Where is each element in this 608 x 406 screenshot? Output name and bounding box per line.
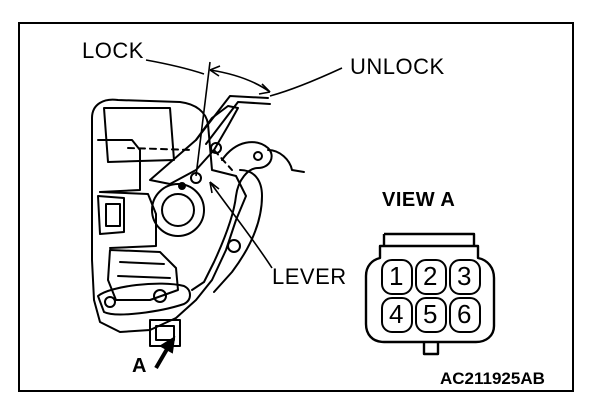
view-a-title: VIEW A <box>382 189 456 211</box>
lock-reference-line <box>195 61 211 177</box>
linkage-rod-1 <box>195 95 269 141</box>
connector-pin-1: 1 <box>389 261 404 291</box>
lock-label: LOCK <box>82 38 144 63</box>
unlock-label: UNLOCK <box>350 54 445 79</box>
connector-pin-6-box <box>449 297 481 333</box>
motor-housing <box>151 183 205 237</box>
connector-pin-2: 2 <box>423 261 438 291</box>
view-arrow-label: A <box>132 355 147 377</box>
connector-pin-2-box <box>415 259 447 295</box>
actuator-connector <box>149 319 181 347</box>
connector-pin-3: 3 <box>457 261 472 291</box>
linkage-rod-2 <box>205 101 271 145</box>
lower-arm <box>97 282 191 316</box>
actuator-rib-1 <box>97 139 141 193</box>
figure-frame <box>18 22 574 392</box>
connector-pin-4: 4 <box>389 299 404 329</box>
actuator-rib-2 <box>99 191 157 249</box>
actuator-lower-block <box>107 249 179 301</box>
connector-pin-6: 6 <box>457 299 472 329</box>
connector-pin-5: 5 <box>423 299 438 329</box>
connector-pin-4-box <box>381 297 413 333</box>
connector-pin-1-box <box>381 259 413 295</box>
latch-cam <box>191 141 273 291</box>
figure-id-caption: AC211925AB <box>440 369 545 388</box>
connector-latch <box>384 232 476 246</box>
lever-leader <box>209 181 273 269</box>
lock-leader <box>145 59 205 75</box>
connector-pin-3-box <box>449 259 481 295</box>
view-a-arrow <box>154 336 176 370</box>
actuator-slot <box>97 195 125 235</box>
lever-label: LEVER <box>272 264 347 289</box>
connector-housing-outer <box>364 244 496 344</box>
unlock-leader <box>269 67 343 97</box>
rotation-arc <box>209 69 271 93</box>
connector-pin-5-box <box>415 297 447 333</box>
